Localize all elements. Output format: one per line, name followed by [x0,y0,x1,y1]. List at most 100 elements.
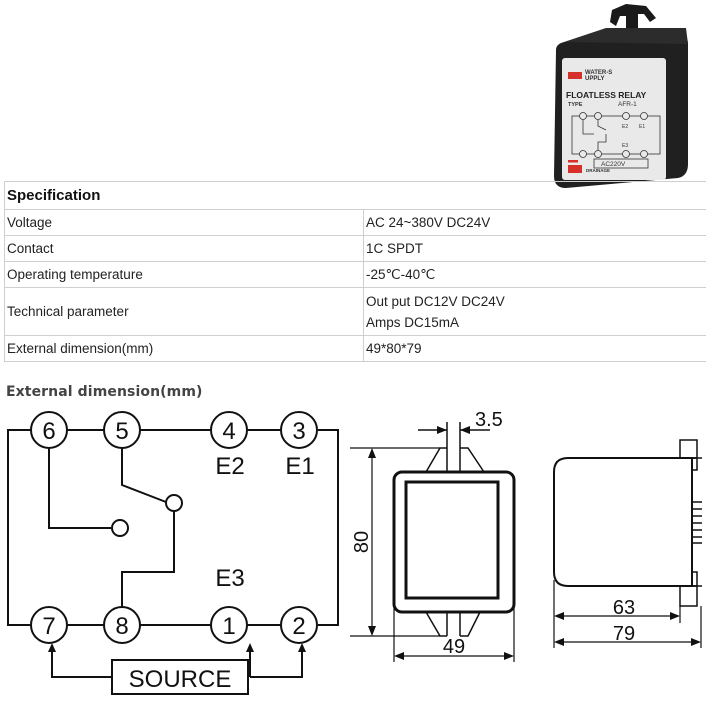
side-view-drawing: 63 79 [553,439,702,648]
terminal-label: 6 [42,418,55,445]
electrode-label-e3: E3 [215,565,244,592]
drainage-indicator [568,165,582,173]
wire-8-contact [121,510,175,607]
spec-key: Operating temperature [4,261,364,288]
spec-value: 49*80*79 [363,335,706,362]
front-view-drawing: 3.5 49 80 [350,409,516,662]
rear-tab-bottom-inner [691,571,698,587]
arrow-right-icon [504,652,514,660]
drainage-indicator-small [568,160,578,163]
arrow-right-icon [670,612,680,620]
arrow-up-icon [368,448,376,458]
rear-tab-top-inner [691,457,698,471]
rear-pins [692,501,702,544]
electrode-label-e1: E1 [285,453,314,480]
terminal-4 [210,411,248,449]
relay-face-plate [562,58,666,180]
front-housing-outer [392,470,516,614]
spec-key: Contact [4,235,364,262]
front-housing-inner [404,480,500,600]
terminal-1 [210,606,248,644]
arrow-down-icon [368,626,376,636]
top-tab-left [425,447,447,473]
spec-key: Voltage [4,209,364,236]
width-label: 49 [443,636,465,658]
electrode-label-e2: E2 [215,453,244,480]
spec-header: Specification [4,181,706,210]
terminal-label: 8 [115,613,128,640]
height-label: 80 [351,531,373,553]
bottom-tab-right [460,611,481,637]
contact-point-nc [111,519,129,537]
dimension-section-title: External dimension(mm) [6,384,203,400]
relay-top-clip [610,4,656,34]
terminal-label: 4 [222,418,235,445]
label-water-supply: WATER-SUPPLY [585,70,613,82]
terminal-3 [280,411,318,449]
rear-tab-top [679,439,698,459]
mini-label-e1: E1 [639,124,645,130]
spec-key: External dimension(mm) [4,335,364,362]
label-drainage: DRAINAGE [586,168,610,173]
spec-value: AC 24~380V DC24V [363,209,706,236]
spec-key: Technical parameter [4,287,364,336]
arrow-right-icon [437,426,447,434]
wire-left [7,429,31,626]
rear-tab-bottom [679,585,698,607]
label-floatless-relay: FLOATLESS RELAY [566,90,647,100]
terminal-label: 2 [292,613,305,640]
spec-header-row: Specification [4,181,706,210]
label-model: AFR-1 [618,101,637,108]
wiring-diagram: 6 5 4 3 7 8 1 2 E2 E1 E3 SOURCE [7,411,339,695]
mini-label-e2: E2 [622,124,628,130]
arrow-up-icon [48,643,56,652]
table-row: Voltage AC 24~380V DC24V [4,209,706,236]
mini-label-e3: E3 [622,143,628,149]
terminal-5 [103,411,141,449]
terminal-label: 7 [42,613,55,640]
terminal-label: 3 [292,418,305,445]
wire-source-2 [250,645,303,678]
label-type: TYPE [568,102,583,108]
side-housing [553,457,693,587]
total-depth-label: 79 [613,623,635,645]
spec-value-line: Out put DC12V DC24V [366,293,505,309]
arrow-left-icon [460,426,470,434]
mini-label-voltage: AC220V [601,161,626,168]
spec-value: 1C SPDT [363,235,706,262]
wire-6-contact [48,448,111,529]
mini-wiring-diagram [571,112,661,169]
bottom-tab-left [425,611,447,637]
arrow-left-icon [394,652,404,660]
terminal-label: 5 [115,418,128,445]
table-row: Contact 1C SPDT [4,235,706,262]
terminal-6 [30,411,68,449]
contact-point-common [165,494,183,512]
slot-width-label: 3.5 [475,409,503,431]
terminal-2 [280,606,318,644]
top-tab-right [460,447,485,473]
table-row: Operating temperature -25℃-40℃ [4,261,706,288]
arrow-left-icon [554,638,564,646]
table-row: External dimension(mm) 49*80*79 [4,335,706,362]
spec-value: -25℃-40℃ [363,261,706,288]
wire-5-common [121,448,167,503]
arrow-left-icon [554,612,564,620]
table-row: Technical parameter Out put DC12V DC24V … [4,287,706,336]
spec-value: Out put DC12V DC24V Amps DC15mA [363,287,706,336]
terminal-7 [30,606,68,644]
body-depth-label: 63 [613,597,635,619]
terminal-8 [103,606,141,644]
wire-right [318,429,339,626]
wire-source-7 [51,645,112,678]
spec-table: Specification Voltage AC 24~380V DC24V C… [4,181,706,362]
arrow-up-icon [246,643,254,652]
spec-value-line: Amps DC15mA [366,314,460,330]
terminal-label: 1 [222,613,235,640]
arrow-right-icon [691,638,701,646]
water-supply-indicator [568,72,582,79]
source-label: SOURCE [129,666,232,693]
product-photo: FLOATLESS RELAY TYPE AFR-1 E2 E1 E3 AC22… [554,4,688,188]
product-photo-container: FLOATLESS RELAY TYPE AFR-1 E2 E1 E3 AC22… [546,4,696,190]
arrow-up-icon [298,643,306,652]
